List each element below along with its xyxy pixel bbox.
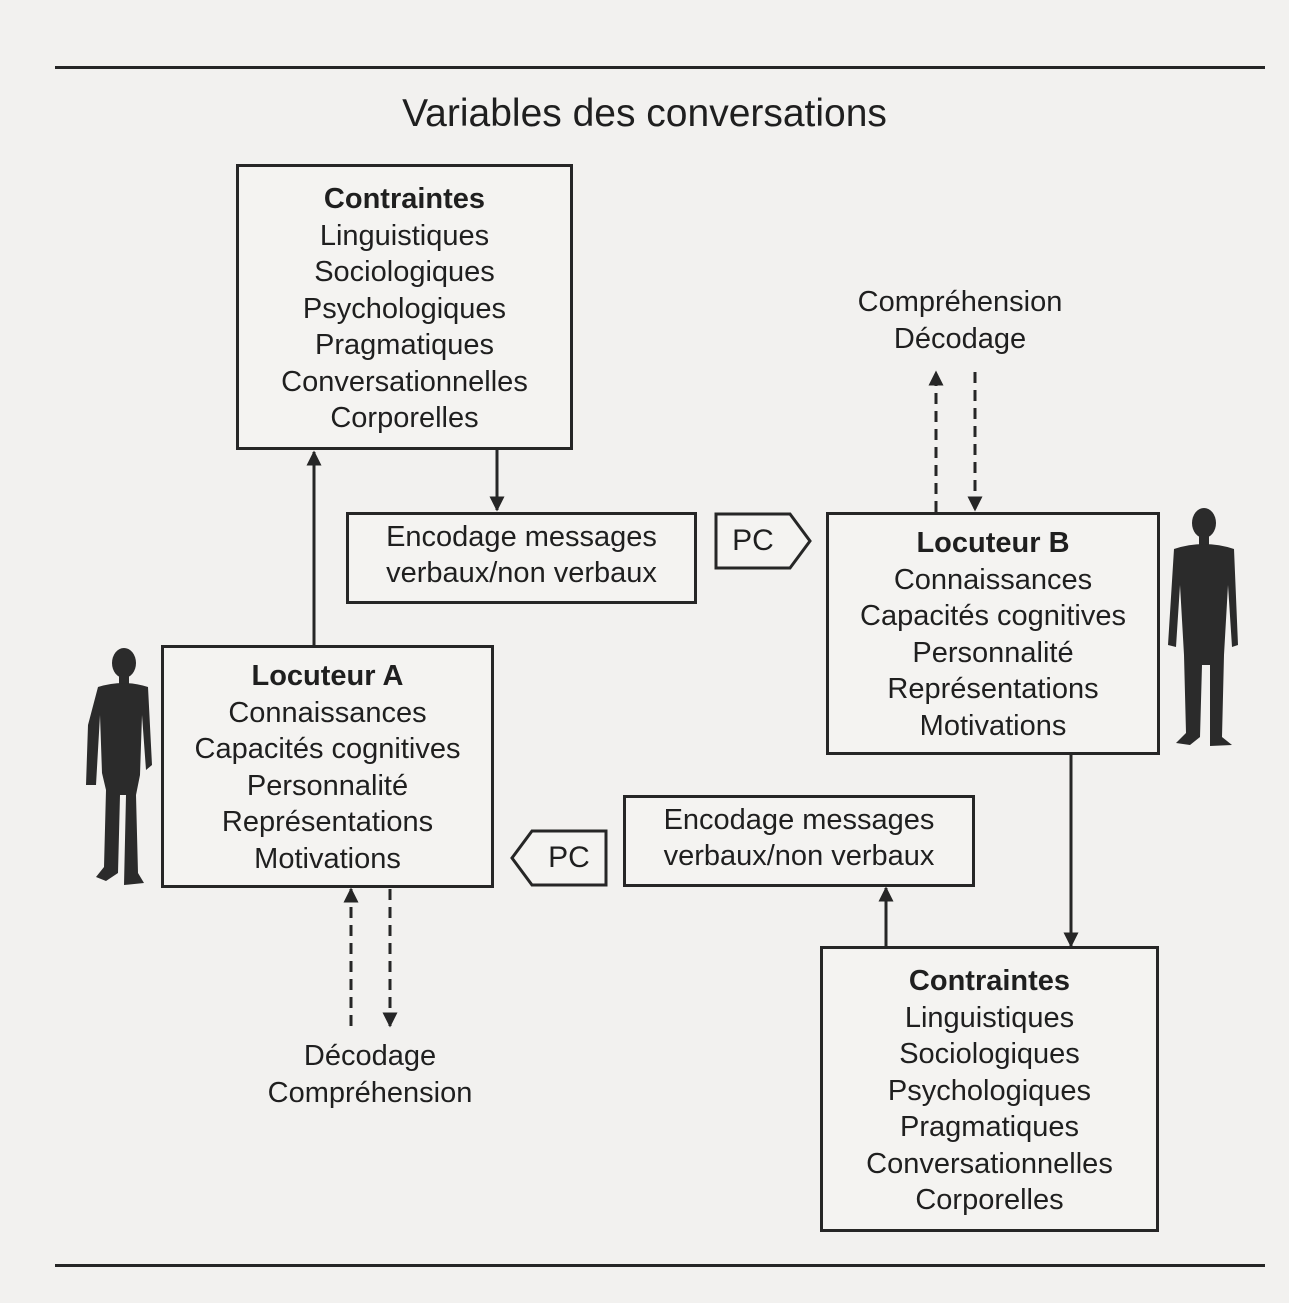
constraint-item: Corporelles [330, 402, 479, 434]
constraint-item: Psychologiques [302, 292, 507, 325]
constraints-bottom-heading: Contraintes [908, 965, 1071, 997]
encoding-top-box: Encodage messages verbaux/non verbaux [346, 512, 697, 604]
constraint-item: Sociologiques [899, 1038, 1080, 1070]
encoding-bottom-box: Encodage messages verbaux/non verbaux [623, 795, 975, 887]
encoding-top-line2: verbaux/non verbaux [386, 557, 657, 589]
encoding-top-line1: Encodage messages [386, 521, 657, 553]
speaker-b-heading: Locuteur B [916, 527, 1070, 559]
pc-top-label: PC [732, 524, 774, 557]
speaker-b-item: Représentations [887, 673, 1099, 705]
constraint-item: Psychologiques [887, 1074, 1092, 1107]
encoding-bottom-line2: verbaux/non verbaux [663, 840, 935, 872]
bottom-rule [55, 1264, 1265, 1267]
constraints-top-heading: Contraintes [323, 183, 486, 215]
constraint-item: Corporelles [915, 1184, 1064, 1216]
constraint-item: Linguistiques [319, 219, 490, 252]
constraint-item: Conversationnelles [866, 1147, 1113, 1180]
speaker-a-item: Capacités cognitives [194, 733, 461, 765]
reception-b-labels: Compréhension Décodage [820, 284, 1100, 358]
constraint-item: Conversationnelles [281, 365, 528, 398]
speaker-a-heading: Locuteur A [251, 660, 404, 692]
reception-a-line1: Décodage [303, 1040, 437, 1072]
pc-bottom-label: PC [548, 841, 590, 874]
constraint-item: Pragmatiques [315, 329, 494, 361]
speaker-a-item: Motivations [254, 842, 401, 875]
reception-a-labels: Décodage Compréhension [230, 1038, 510, 1112]
reception-b-line2: Décodage [893, 323, 1027, 355]
speaker-b-item: Personnalité [912, 636, 1074, 669]
speaker-b-box: Locuteur B Connaissances Capacités cogni… [826, 512, 1160, 755]
diagram-title: Variables des conversations [402, 92, 887, 135]
speaker-a-item: Représentations [221, 806, 434, 838]
constraint-item: Sociologiques [314, 256, 495, 288]
speaker-a-item: Personnalité [246, 769, 409, 802]
speaker-a-item: Connaissances [228, 696, 427, 729]
constraints-bottom-box: Contraintes Linguistiques Sociologiques … [820, 946, 1159, 1232]
speaker-b-item: Connaissances [893, 563, 1093, 596]
pc-top-shape [714, 512, 812, 570]
speaker-b-item: Motivations [919, 709, 1067, 742]
pc-bottom-shape [510, 829, 608, 887]
constraints-top-box: Contraintes Linguistiques Sociologiques … [236, 164, 573, 450]
constraint-item: Pragmatiques [900, 1111, 1079, 1143]
person-silhouette-icon [86, 648, 152, 885]
encoding-bottom-line1: Encodage messages [663, 804, 935, 836]
speaker-b-item: Capacités cognitives [860, 600, 1126, 632]
top-rule [55, 66, 1265, 69]
person-silhouette-icon [1168, 508, 1238, 746]
speaker-a-box: Locuteur A Connaissances Capacités cogni… [161, 645, 494, 888]
constraint-item: Linguistiques [904, 1001, 1075, 1034]
reception-a-line2: Compréhension [267, 1077, 473, 1109]
reception-b-line1: Compréhension [857, 286, 1063, 318]
